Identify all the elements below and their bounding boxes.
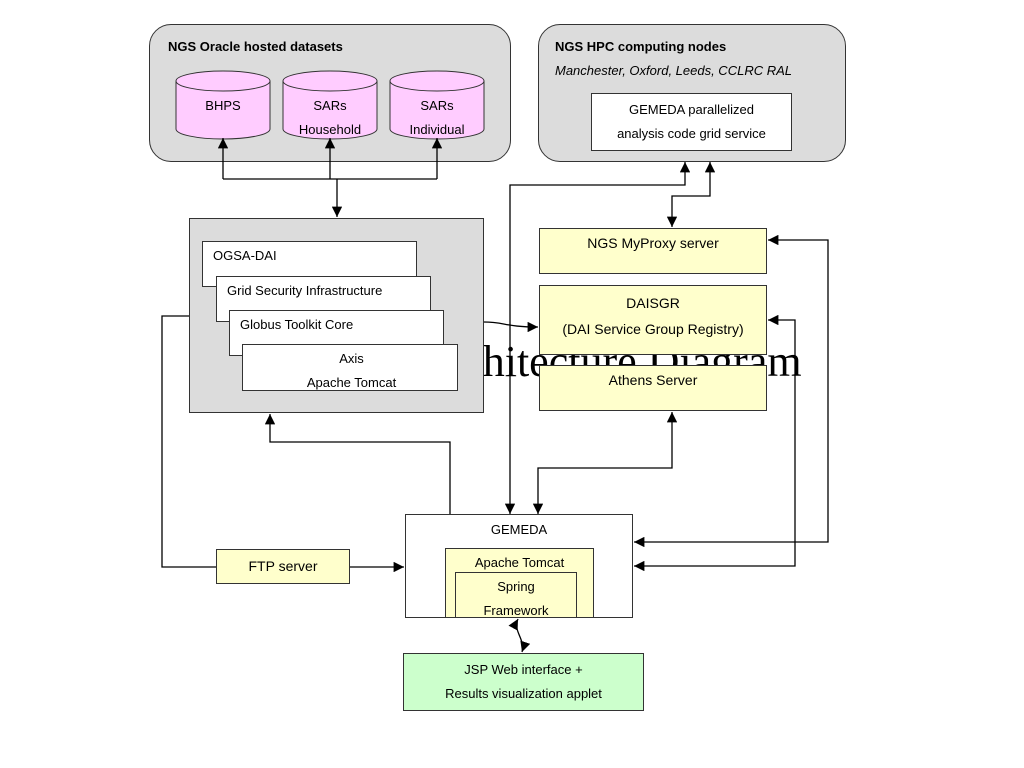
spring-framework: Spring Framework [455, 572, 577, 618]
middleware-to-daisgr-arrow [483, 321, 539, 333]
hpc-panel-title: NGS HPC computing nodes [555, 39, 727, 54]
gemeda-title: GEMEDA [490, 522, 548, 537]
gemeda-to-athens-arrow [532, 412, 678, 514]
dataset-bhps-cylinder: BHPS [175, 70, 271, 140]
tomcat-label: Apache Tomcat [474, 555, 565, 570]
database-icon [389, 70, 485, 140]
layer-label: Globus Toolkit Core [240, 317, 354, 332]
dataset-label: SARs Individual [409, 98, 465, 137]
ftp-server: FTP server [216, 549, 350, 584]
gemeda-to-middleware-arrow [264, 414, 451, 514]
dataset-sars-household-cylinder: SARs Household [282, 70, 378, 140]
hpc-to-myproxy-arrow [666, 162, 716, 227]
layer-label: OGSA-DAI [213, 248, 277, 263]
diagram-title: GEMEDA Architecture Diagram [222, 337, 802, 386]
axis-tomcat-layer: Axis Apache Tomcat [242, 344, 458, 391]
myproxy-server: NGS MyProxy server [539, 228, 767, 274]
layer-label: Grid Security Infrastructure [227, 283, 383, 298]
dataset-label: BHPS [205, 98, 241, 113]
jsp-web-interface: JSP Web interface + Results visualizatio… [403, 653, 644, 711]
spring-to-jsp-arrow [508, 618, 531, 653]
gemeda-grid-service: GEMEDA parallelized analysis code grid s… [591, 93, 792, 151]
dataset-sars-individual-cylinder: SARs Individual [389, 70, 485, 140]
daisgr-server: DAISGR (DAI Service Group Registry) [539, 285, 767, 355]
athens-server: Athens Server [539, 365, 767, 411]
dataset-label: SARs Household [298, 98, 362, 137]
database-icon [175, 70, 271, 140]
hpc-sites: Manchester, Oxford, Leeds, CCLRC RAL [555, 63, 792, 78]
oracle-panel-title: NGS Oracle hosted datasets [168, 39, 343, 54]
